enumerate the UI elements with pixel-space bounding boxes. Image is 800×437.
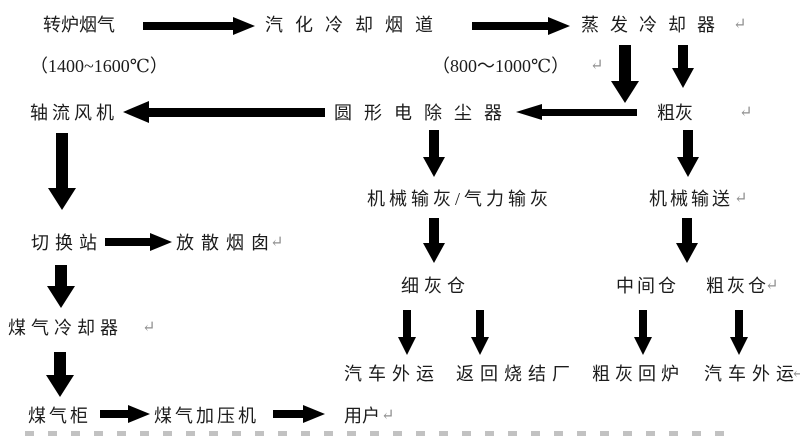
paragraph-mark: ↵ [590, 57, 604, 74]
node-gas-cooler: 煤气冷却器 [8, 318, 123, 338]
paragraph-mark: ↵ [381, 407, 395, 424]
arrow-flue-to-cooler [472, 17, 570, 35]
node-switch-station: 切换站 [31, 233, 103, 253]
node-mech-pneumatic-ash-conveying: 机械输灰/气力输灰 [367, 189, 553, 209]
paragraph-mark: ↵ [270, 234, 284, 251]
arrow-switch-to-relief-stack [105, 233, 172, 251]
arrow-intermediate-bin-to-furnace [634, 310, 652, 355]
paragraph-mark: ↵ [739, 104, 753, 121]
arrow-coarse-ash-to-conveying [677, 130, 699, 177]
node-evaporative-cooler: 蒸发冷却器 [581, 15, 726, 35]
arrow-switch-to-gas-cooler [47, 265, 75, 308]
arrow-esp-to-ash-conveying [423, 130, 445, 177]
paragraph-mark: ↵ [791, 365, 800, 382]
node-return-to-sinter-plant: 返回烧结厂 [456, 364, 576, 384]
node-truck-transport-1: 汽车外运 [344, 364, 440, 384]
arrow-coarse-bin-to-truck [730, 310, 748, 355]
arrow-conveying-to-bins [676, 218, 698, 263]
node-coarse-ash: 粗灰 [657, 103, 693, 123]
node-gas-pressurizer: 煤气加压机 [154, 406, 259, 426]
node-coarse-ash-to-furnace: 粗灰回炉 [592, 364, 684, 384]
node-gas-holder: 煤气柜 [28, 406, 91, 426]
arrow-holder-to-pressurizer [100, 405, 150, 423]
arrow-gas-to-flue [143, 17, 255, 35]
arrow-gas-cooler-to-gas-holder [46, 352, 74, 397]
node-relief-stack: 放散烟囱 [176, 233, 276, 253]
node-mechanical-conveying: 机械输送 [649, 189, 733, 209]
arrow-pressurizer-to-users [273, 405, 325, 423]
arrow-fine-bin-to-sinter [471, 310, 489, 355]
node-vaporization-cooling-flue: 汽化冷却烟道 [265, 15, 445, 35]
arrow-cooler-to-esp-junction [611, 45, 639, 103]
arrow-junction-to-esp [516, 103, 637, 121]
annotation-temp-1400-1600: （1400~1600℃） [30, 56, 168, 76]
arrow-cooler-to-coarse-ash [672, 45, 694, 88]
node-truck-transport-2: 汽车外运 [704, 364, 800, 384]
paragraph-mark: ↵ [733, 16, 747, 33]
paragraph-mark: ↵ [734, 190, 748, 207]
annotation-temp-800-1000: （800～1000℃） [432, 56, 570, 76]
arrow-fan-to-switch-station [48, 133, 76, 210]
node-fine-ash-bin: 细灰仓 [401, 276, 470, 296]
clipped-next-line-artifact [25, 431, 737, 436]
node-axial-fan: 轴流风机 [30, 103, 118, 123]
node-coarse-ash-bin: 粗灰仓 [706, 276, 769, 296]
node-converter-flue-gas: 转炉烟气 [43, 15, 115, 35]
node-circular-esp: 圆形电除尘器 [334, 103, 514, 123]
paragraph-mark: ↵ [765, 277, 779, 294]
arrow-esp-to-axial-fan [123, 101, 325, 123]
arrow-fine-bin-to-truck [398, 310, 416, 355]
node-intermediate-bin: 中间仓 [616, 276, 679, 296]
paragraph-mark: ↵ [142, 319, 156, 336]
arrow-conveying-to-fine-ash-bin [423, 218, 445, 263]
node-users: 用户 [344, 406, 380, 426]
